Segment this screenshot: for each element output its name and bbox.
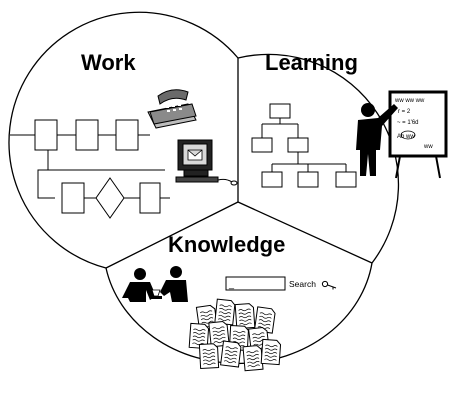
work-title: Work (81, 50, 136, 75)
document-page (214, 298, 236, 326)
search-label: Search (289, 279, 316, 289)
whiteboard-scribbles: ww ww ww r = 2 ~ = 1'6d Ab ww ww (394, 98, 433, 150)
search-input-value: _ (228, 279, 235, 289)
process-flowchart-icon (10, 119, 170, 219)
email-computer-icon (175, 139, 238, 186)
learning-title: Learning (265, 50, 358, 75)
divider-learning-knowledge (237, 201, 373, 264)
presenter-whiteboard-icon: ww ww ww r = 2 ~ = 1'6d Ab ww ww (356, 90, 448, 179)
whiteboard-line-3: ~ = 1'6d (397, 120, 419, 126)
learning-region-outline (237, 53, 400, 264)
org-chart-icon (251, 103, 357, 188)
search-input[interactable] (225, 276, 286, 291)
document-pile-icon (188, 298, 282, 372)
document-page (208, 321, 230, 348)
divider-work-knowledge (105, 201, 239, 269)
region-outlines (8, 11, 400, 365)
document-page (242, 345, 264, 372)
whiteboard-line-1: ww ww ww (394, 98, 425, 104)
whiteboard-line-4: Ab ww (397, 134, 415, 140)
search-box[interactable]: _ Search (225, 276, 337, 291)
presenter-silhouette (356, 103, 398, 176)
search-key-icon[interactable] (321, 280, 337, 290)
telephone-icon (147, 89, 197, 129)
document-page (253, 306, 276, 334)
knowledge-title: Knowledge (168, 232, 285, 257)
document-page (220, 340, 242, 368)
document-page (198, 343, 220, 369)
knowledge-region-outline (105, 262, 373, 365)
document-page (260, 338, 282, 366)
document-page (234, 303, 256, 330)
work-region-outline (8, 11, 239, 269)
document-page (188, 322, 210, 350)
meeting-people-icon (122, 266, 188, 302)
whiteboard-line-5: ww (423, 144, 433, 150)
whiteboard-line-2: r = 2 (398, 109, 411, 115)
